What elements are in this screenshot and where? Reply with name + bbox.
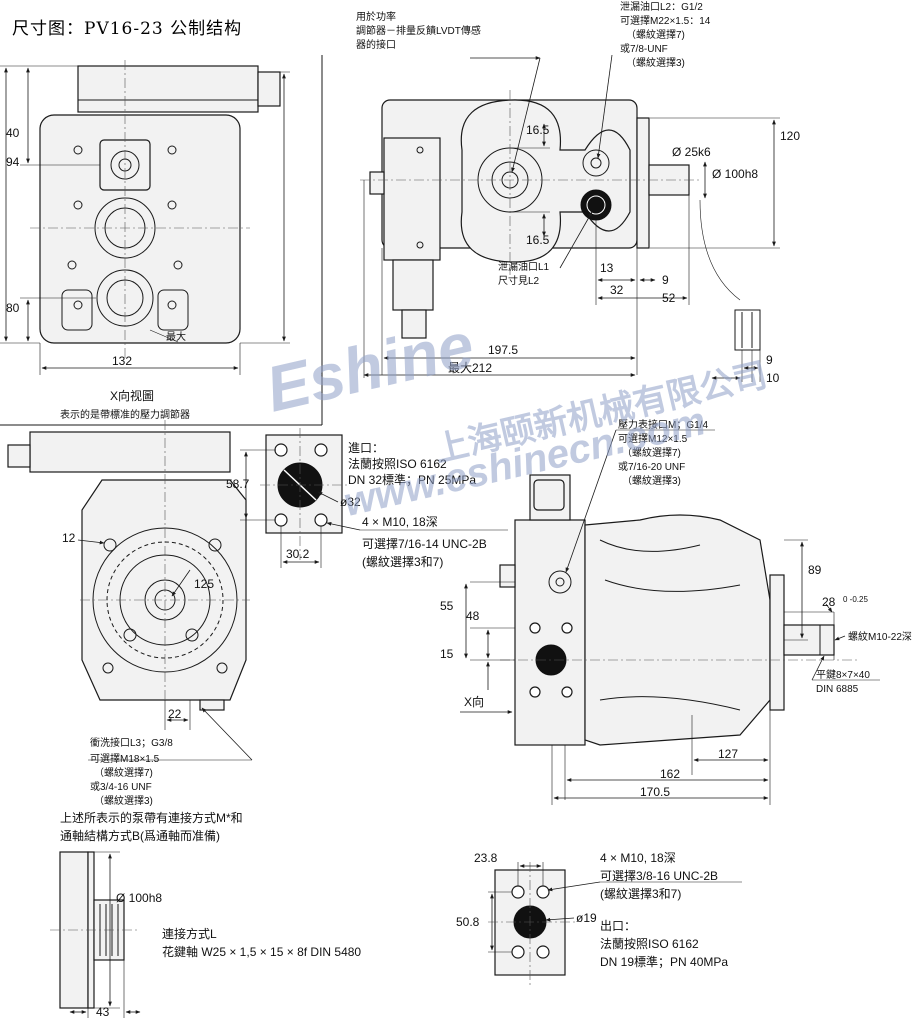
dim-89: 89 [808,563,822,577]
dim-125: 125 [194,577,214,591]
dim-162: 162 [660,767,680,781]
leak-l2-note-2: 可選擇M22×1.5：14 [620,14,711,27]
through-shaft-note-2: 通軸結構方式B(爲通軸而准備) [60,828,220,843]
side-view [460,429,880,805]
flush-note-3: （螺紋選擇7) [94,766,153,779]
pressure-note-2: 可選擇M12×1.5 [618,432,688,445]
dim-rear-40: 40 [6,126,20,140]
dim-197-5: 197.5 [488,343,518,357]
leak-l2-note-3: （螺紋選擇7) [626,28,685,41]
leak-l1-label: 泄漏油口L1 [498,260,550,273]
dim-50-8: 50.8 [456,915,480,929]
inlet-label-2: 法蘭按照ISO 6162 [348,457,447,471]
outlet-label-2: 法蘭按照ISO 6162 [600,937,699,951]
x-direction-label: X向 [464,694,484,709]
dim-9-detail: 9 [766,353,773,367]
leak-l2-note-4: 或7/8-UNF [620,43,668,55]
dim-16-5-top: 16.5 [526,123,550,137]
dim-rear-132: 132 [112,354,132,368]
dim-rear-94: 94 [6,155,20,169]
spline-spec-label: 花鍵軸 W25 × 1,5 × 15 × 8f DIN 5480 [162,944,361,959]
top-side-view [360,54,780,382]
rear-view-subcaption: 表示的是帶標准的壓力調節器 [60,408,190,421]
dim-52: 52 [662,291,676,305]
dim-48: 48 [466,609,480,623]
dim-inlet-32: ø32 [340,495,361,509]
dim-15: 15 [440,647,454,661]
spline-connection-label: 連接方式L [162,926,217,941]
leak-l2-note-1: 泄漏油口L2：G1/2 [620,0,703,13]
inlet-bolts-1: 4 × M10, 18深 [362,515,438,529]
dim-10-detail: 10 [766,371,780,385]
dim-120: 120 [780,129,800,143]
key-din-label: DIN 6885 [816,684,859,695]
key-label: 平鍵8×7×40 [816,668,870,681]
dim-23-8: 23.8 [474,851,498,865]
inlet-bolts-3: (螺紋選擇3和7) [362,554,443,569]
dim-170-5: 170.5 [640,785,670,799]
inlet-flange-detail [240,428,508,568]
dim-55: 55 [440,599,454,613]
dim-22: 22 [168,707,182,721]
key-thread-label: 螺紋M10-22深 [848,630,912,643]
flush-note-1: 衝洗接口L3；G3/8 [90,736,173,749]
dim-rear-max: 最大 [166,330,186,343]
outlet-label-3: DN 19標準；PN 40MPa [600,954,728,969]
outlet-label-1: 出口： [600,919,636,933]
flush-note-2: 可選擇M18×1.5 [90,752,160,765]
dim-30-2: 30.2 [286,547,310,561]
dim-pilot-100: Ø 100h8 [712,167,758,181]
dim-127: 127 [718,747,738,761]
dim-58-7: 58.7 [226,477,250,491]
dim-43: 43 [96,1005,110,1018]
front-view [7,420,253,761]
outlet-bolts-3: (螺紋選擇3和7) [600,886,681,901]
rear-view [0,60,290,375]
leak-l1-size: 尺寸見L2 [498,274,540,287]
inlet-label-1: 進口： [348,441,384,455]
pressure-note-1: 壓力表接口M；G1/4 [618,418,708,431]
dim-max-212: 最大212 [448,361,492,375]
dim-rear-80: 80 [6,301,20,315]
dim-outlet-19: ø19 [576,911,597,925]
dim-28-tolerance: 0 -0.25 [843,595,868,604]
leak-l2-note-5: （螺紋選擇3) [626,56,685,69]
lvdt-note-line2: 調節器－排量反饋LVDT傳感 [356,24,481,37]
dim-16-5-bottom: 16.5 [526,233,550,247]
flush-note-5: （螺紋選擇3) [94,794,153,807]
pressure-note-4: 或7/16-20 UNF [618,461,685,473]
dim-13: 13 [600,261,614,275]
inlet-label-3: DN 32標準；PN 25MPa [348,472,476,487]
through-shaft-note-1: 上述所表示的泵帶有連接方式M*和 [60,810,243,825]
lvdt-note-line1: 用於功率 [356,10,396,23]
outlet-flange-detail [488,862,742,985]
spline-shaft-view [50,851,141,1018]
dim-shaft-25: Ø 25k6 [672,145,711,159]
lvdt-note-line3: 器的接口 [356,38,396,51]
flush-note-4: 或3/4-16 UNF [90,781,152,793]
dim-spline-100: Ø 100h8 [116,891,162,905]
dim-28: 28 [822,595,836,609]
outlet-bolts-2: 可選擇3/8-16 UNC-2B [600,868,718,883]
pressure-note-3: （螺紋選擇7) [622,446,681,459]
inlet-bolts-2: 可選擇7/16-14 UNC-2B [362,536,487,551]
rear-view-caption: X向视圖 [110,388,154,403]
dim-12: 12 [62,531,76,545]
dim-32: 32 [610,283,624,297]
pressure-note-5: （螺紋選擇3) [622,474,681,487]
dim-9: 9 [662,273,669,287]
page-title: 尺寸图：PV16-23 公制结构 [12,19,243,39]
outlet-bolts-1: 4 × M10, 18深 [600,851,676,865]
